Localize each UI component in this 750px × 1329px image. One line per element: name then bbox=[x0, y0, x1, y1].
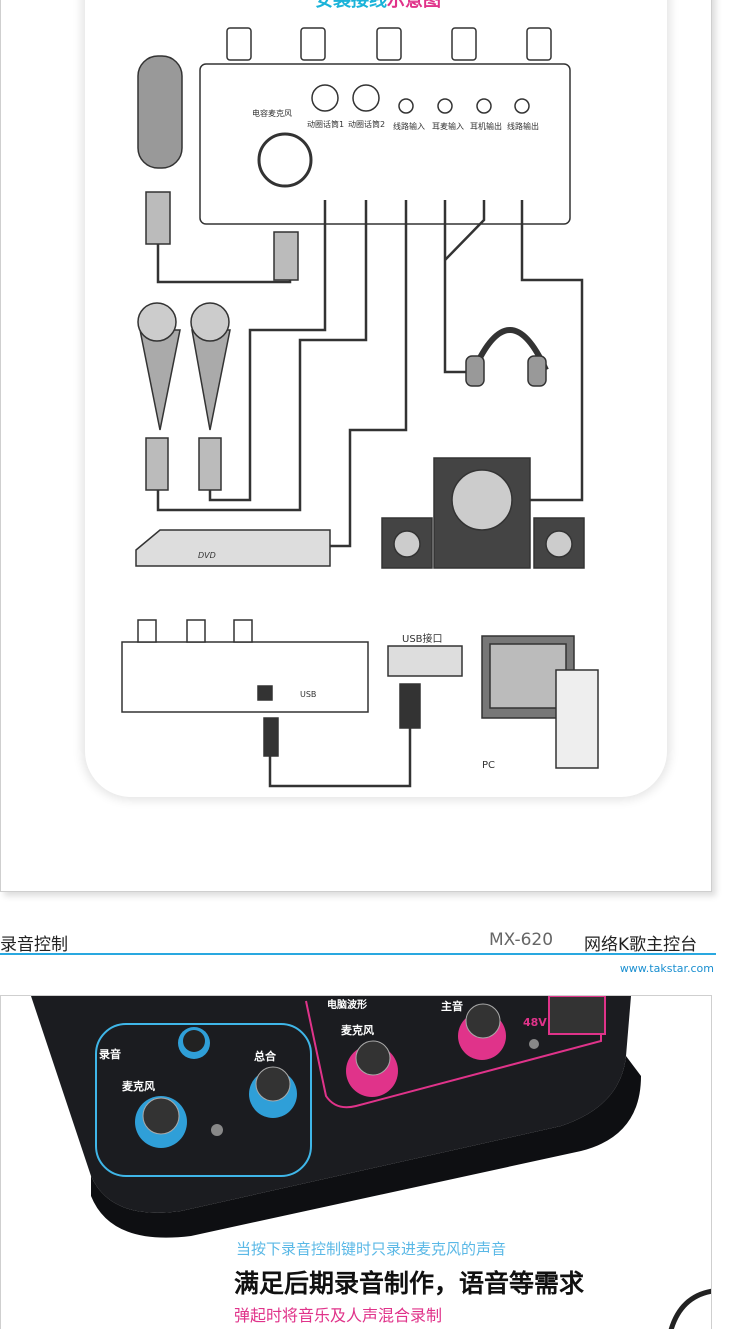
port-label: 线路输入 bbox=[393, 122, 425, 131]
website-link[interactable]: www.takstar.com bbox=[619, 962, 714, 975]
mixer-photo: 录音 麦克风 总合 电脑波形 麦克风 主音 48V bbox=[0, 995, 712, 1329]
mic2-label: 麦克风 bbox=[341, 1024, 374, 1037]
pc-label: PC bbox=[482, 760, 496, 771]
product-name: 网络K歌主控台 bbox=[584, 935, 698, 955]
port-label: 耳麦输入 bbox=[432, 122, 464, 131]
port-label: 线路输出 bbox=[507, 122, 539, 131]
port-label: 电容麦克风 bbox=[252, 109, 292, 118]
port-label: 耳机输出 bbox=[470, 122, 502, 131]
port-label: 动圈话筒1 bbox=[307, 120, 345, 129]
mixer-rear bbox=[199, 63, 571, 225]
mic-label: 麦克风 bbox=[122, 1080, 155, 1093]
model-number: MX-620 bbox=[489, 930, 554, 950]
dvd-label: DVD bbox=[198, 551, 216, 560]
usb-interface-label: USB接口 bbox=[402, 634, 443, 645]
master-mix-label: 总合 bbox=[254, 1050, 276, 1063]
caption-mix-mode: 弹起时将音乐及人声混合录制 bbox=[234, 1306, 443, 1325]
phantom-power-label: 48V bbox=[523, 1016, 547, 1029]
section-title: 录音控制 bbox=[0, 935, 68, 955]
diagram-title: 安装接线示意图 bbox=[315, 0, 441, 11]
wiring-diagram bbox=[121, 27, 599, 788]
record-label: 录音 bbox=[99, 1048, 121, 1061]
section-divider bbox=[0, 953, 716, 955]
caption-record-mode: 当按下录音控制键时只录进麦克风的声音 bbox=[236, 1240, 507, 1258]
main-label: 主音 bbox=[441, 1000, 463, 1013]
port-label: 动圈话筒2 bbox=[348, 120, 386, 129]
usb-port-label: USB bbox=[300, 690, 317, 699]
pc-wave-label: 电脑波形 bbox=[327, 1000, 367, 1011]
headline: 满足后期录音制作，语音等需求 bbox=[234, 1269, 585, 1298]
